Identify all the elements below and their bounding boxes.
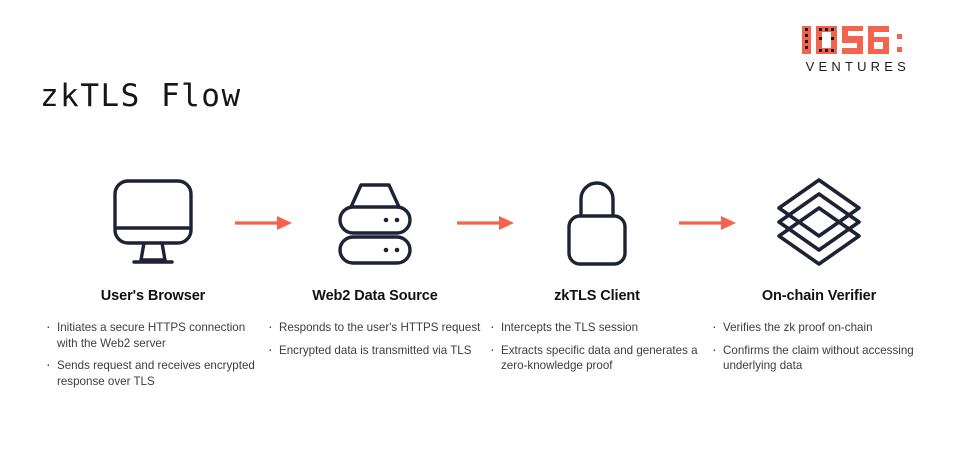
list-item: Responds to the user's HTTPS request (266, 319, 484, 336)
logo-colon-icon (894, 26, 902, 54)
arrow-right-icon (235, 215, 292, 230)
list-item: Initiates a secure HTTPS connection with… (44, 319, 262, 351)
padlock-icon (567, 180, 627, 266)
list-item: Extracts specific data and generates a z… (488, 342, 706, 374)
flow-diagram (0, 170, 972, 275)
column-heading: On-chain Verifier (761, 288, 877, 304)
flow-arrow-2 (450, 170, 522, 275)
column-user-browser: User's Browser Initiates a secure HTTPS … (44, 288, 262, 396)
flow-node-onchain-verifier (744, 170, 894, 275)
logo-glyph-g (867, 26, 889, 54)
flow-arrow-3 (672, 170, 744, 275)
flow-node-web2-data-source (300, 170, 450, 275)
arrow-right-icon (679, 215, 736, 230)
iosg-ventures-logo: VENTURES (801, 24, 910, 74)
column-heading: Web2 Data Source (312, 288, 438, 304)
list-item: Verifies the zk proof on-chain (710, 319, 928, 336)
flow-node-user-browser (78, 170, 228, 275)
column-bullet-list: Verifies the zk proof on-chain Confirms … (710, 319, 928, 374)
column-heading: User's Browser (100, 288, 206, 304)
column-zktls-client: zkTLS Client Intercepts the TLS session … (488, 288, 706, 396)
list-item: Intercepts the TLS session (488, 319, 706, 336)
column-bullet-list: Intercepts the TLS session Extracts spec… (488, 319, 706, 374)
list-item: Encrypted data is transmitted via TLS (266, 342, 484, 359)
column-onchain-verifier: On-chain Verifier Verifies the zk proof … (710, 288, 928, 396)
server-stack-icon (338, 182, 412, 265)
logo-ventures-text: VENTURES (805, 59, 910, 74)
logo-glyph-o (815, 26, 837, 54)
logo-glyph-i (801, 26, 811, 54)
monitor-icon (113, 178, 193, 264)
column-heading: zkTLS Client (554, 288, 640, 304)
page-title: zkTLS Flow (40, 78, 242, 114)
list-item: Sends request and receives encrypted res… (44, 357, 262, 389)
flow-arrow-1 (228, 170, 300, 275)
list-item: Confirms the claim without accessing und… (710, 342, 928, 374)
arrow-right-icon (457, 215, 514, 230)
column-bullet-list: Initiates a secure HTTPS connection with… (44, 319, 262, 389)
layers-icon (777, 177, 861, 266)
flow-node-zktls-client (522, 170, 672, 275)
logo-glyph-s (841, 26, 863, 54)
iosg-wordmark (801, 24, 910, 54)
column-web2-data-source: Web2 Data Source Responds to the user's … (266, 288, 484, 396)
column-bullet-list: Responds to the user's HTTPS request Enc… (266, 319, 484, 359)
flow-descriptions: User's Browser Initiates a secure HTTPS … (0, 288, 972, 396)
